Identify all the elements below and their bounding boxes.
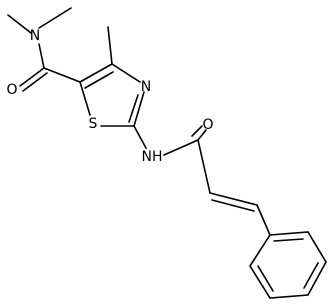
bond-n3-c2 — [133, 91, 145, 127]
phenyl-double-3 — [257, 265, 274, 292]
phenyl-double-2 — [303, 262, 319, 289]
bond-vinyl-phenyl — [256, 204, 271, 236]
bond-vinyl-double — [211, 199, 255, 212]
bond-c4-n3 — [111, 63, 141, 83]
bond-n-methyl-left — [7, 14, 32, 34]
atom-label-nh: NH — [142, 149, 163, 165]
atom-label-ring-s: S — [89, 116, 98, 132]
bond-vinyl — [209, 192, 258, 206]
bond-c2-nh — [133, 125, 147, 149]
bond-co-left-1 — [19, 67, 45, 87]
bond-co-right-1 — [197, 129, 207, 141]
bond-n-methyl-upper — [38, 7, 72, 29]
bond-nh-carbonyl — [163, 139, 199, 156]
bond-carbonyl-vinyl — [197, 139, 211, 194]
phenyl-double-1 — [273, 238, 304, 242]
bond-s1-c5 — [79, 81, 91, 116]
atom-label-carbonyl-o-left: O — [6, 82, 17, 98]
phenyl-ring — [249, 231, 327, 299]
bond-c5-c4-double — [84, 71, 114, 89]
bond-c5-c4 — [79, 63, 113, 83]
atom-label-amide-n: N — [30, 28, 40, 44]
atom-label-ring-n: N — [141, 79, 151, 95]
bond-co-right-2 — [191, 125, 203, 137]
bond-carbonyl-c5 — [43, 67, 81, 83]
bond-c4-methyl — [107, 26, 113, 65]
bond-co-left-2 — [22, 72, 48, 92]
bond-n3-c2-double — [128, 94, 139, 123]
bond-n-carbonyl — [38, 43, 45, 69]
atom-label-carbonyl-o-right: O — [202, 117, 213, 133]
